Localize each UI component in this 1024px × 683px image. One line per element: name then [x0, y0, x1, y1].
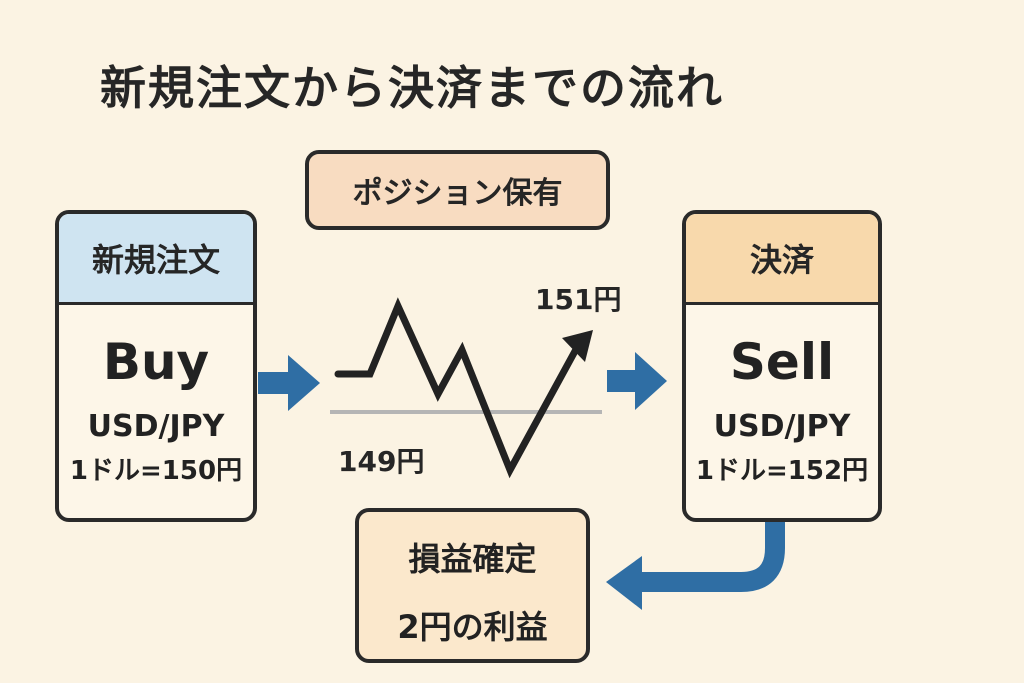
right-arrow-icon [607, 352, 667, 410]
buy-rate: 1ドル=150円 [69, 456, 243, 486]
sell-card-header: 決済 [686, 214, 878, 305]
profit-value: 2円の利益 [397, 608, 548, 646]
buy-card-header: 新規注文 [59, 214, 253, 305]
price-line [334, 297, 584, 479]
price-low-label: 149円 [338, 445, 425, 478]
profit-confirmed-label: 損益確定 [408, 540, 537, 578]
right-arrow-icon [258, 355, 320, 411]
buy-action-label: Buy [102, 333, 210, 391]
profit-result-box: 損益確定 2円の利益 [355, 508, 590, 663]
buy-card: 新規注文 Buy USD/JPY 1ドル=150円 [55, 210, 257, 522]
sell-rate: 1ドル=152円 [695, 456, 869, 486]
sell-action-label: Sell [729, 333, 835, 391]
buy-currency-pair: USD/JPY [87, 409, 225, 444]
price-high-label: 151円 [535, 283, 622, 316]
page-title: 新規注文から決済までの流れ [100, 61, 724, 115]
price-arrow-head-icon [562, 330, 593, 362]
curved-return-arrow-icon [606, 522, 785, 610]
position-badge: ポジション保有 [305, 150, 610, 230]
sell-card: 決済 Sell USD/JPY 1ドル=152円 [682, 210, 882, 522]
sell-currency-pair: USD/JPY [713, 409, 851, 444]
